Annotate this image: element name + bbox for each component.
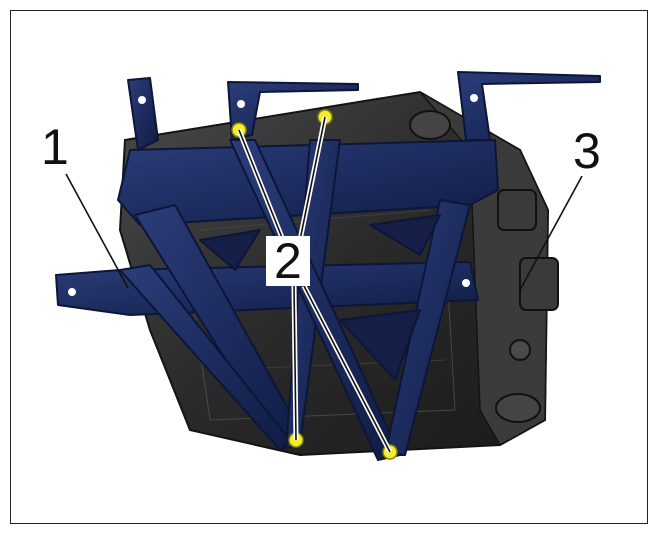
connector-port: [509, 339, 531, 361]
leader-line-bolt-br: [303, 285, 391, 453]
leader-line-bracket: [65, 173, 129, 289]
leader-line-bolt-tr: [299, 116, 326, 241]
coolant-pipe-upper: [409, 110, 451, 140]
callout-bracket: 1: [38, 122, 72, 172]
connector-upper: [497, 189, 537, 231]
leader-line-bolt-bl: [293, 285, 297, 441]
leader-line-bolt-tl: [238, 129, 284, 241]
coolant-pipe-lower: [495, 393, 541, 423]
callout-bolts: 2: [266, 236, 310, 286]
leader-line-module: [519, 175, 583, 291]
connector-middle: [519, 257, 559, 311]
callout-module: 3: [570, 126, 604, 176]
